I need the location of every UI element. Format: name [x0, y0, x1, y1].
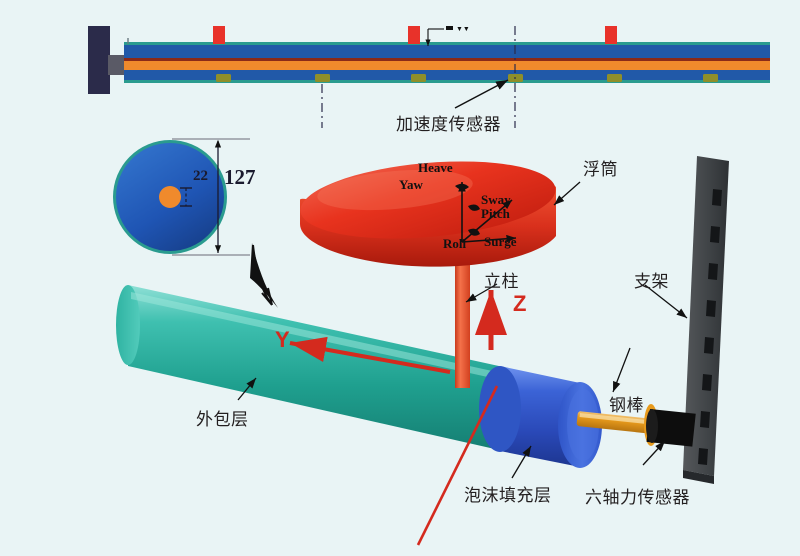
buoy-leader: [553, 181, 581, 206]
beam-wall-mount: [88, 26, 110, 94]
cross-section-group: [113, 138, 278, 308]
outer-layer-leader: [237, 377, 257, 401]
inner-dimension-label: 22: [193, 168, 208, 184]
bracket-leader: [644, 284, 688, 319]
buoy-top-highlight: [317, 169, 473, 211]
beam-upper-seam: [124, 58, 770, 61]
cylinder-model: [116, 285, 602, 468]
foam-layer-label: 泡沫填充层: [464, 486, 552, 506]
dof-axis-triad: [455, 182, 517, 243]
outer-dimension-label: 127: [224, 165, 256, 189]
accelerometer-sensor: [411, 74, 426, 82]
beam-marker: [213, 26, 225, 44]
buoy-label: 浮筒: [583, 160, 618, 180]
buoy-top-face: [300, 161, 556, 239]
bracket-label: 支架: [634, 272, 669, 292]
inner-dimension-marks: [180, 187, 192, 207]
accelerometer-sensor: [607, 74, 622, 82]
force-sensor-label: 六轴力传感器: [585, 488, 690, 508]
y-axis-label: Y: [275, 327, 290, 352]
steel-rod-leader: [612, 347, 631, 393]
bracket-slots: [698, 189, 722, 465]
dof-label-surge: Surge: [484, 234, 517, 249]
z-axis-label: Z: [513, 291, 527, 316]
outer-layer-label: 外包层: [196, 410, 249, 430]
beam-core-line: [124, 61, 770, 70]
beam-marker: [408, 26, 420, 44]
cylinder-highlight: [131, 292, 506, 381]
force-sensor-cap: [646, 409, 658, 443]
callout-leaders: [237, 181, 688, 479]
svg-text:▼▼: ▼▼: [456, 25, 470, 33]
beam-marker: [605, 26, 617, 44]
section-core: [159, 186, 181, 208]
rod-sensor-assembly: [576, 404, 696, 447]
bracket-bottom-edge: [683, 470, 714, 484]
accelerometer-sensor: [315, 74, 330, 82]
spar-label: 立柱: [484, 272, 519, 292]
beam-spacing-dimension: ▼▼: [425, 25, 470, 46]
accelerometer-sensor: [216, 74, 231, 82]
outer-layer-body: [128, 285, 508, 452]
support-bracket: [683, 156, 729, 484]
accelerometer-sensor: [703, 74, 718, 82]
outer-dimension-marks: [172, 138, 250, 256]
spar-leader: [465, 283, 498, 303]
outer-layer-left-cap: [116, 285, 140, 365]
dof-label-yaw: Yaw: [399, 177, 423, 192]
section-pointer-arrow: [250, 243, 278, 308]
dof-label-heave: Heave: [418, 160, 453, 175]
accelerometer-label: 加速度传感器: [396, 115, 501, 135]
foam-layer-left-cap: [479, 366, 521, 452]
dof-label-sway: Sway: [481, 192, 511, 207]
spar-column: [455, 228, 470, 388]
y-axis-arrow: [289, 336, 451, 374]
x-axis-line: [416, 385, 499, 546]
steel-rod-highlight: [579, 413, 652, 425]
accelerometer-leader: [454, 79, 509, 109]
buoy-assembly: [300, 161, 556, 388]
dof-label-pitch: Pitch: [481, 206, 510, 221]
force-sensor-leader: [642, 440, 666, 466]
dof-label-roll: Roll: [443, 236, 467, 251]
top-beam-assembly: ▼▼: [88, 25, 770, 128]
steel-rod-label: 钢棒: [609, 396, 644, 416]
coordinate-axes: [289, 290, 507, 546]
foam-layer-leader: [511, 445, 532, 479]
six-axis-force-sensor: [646, 409, 696, 447]
